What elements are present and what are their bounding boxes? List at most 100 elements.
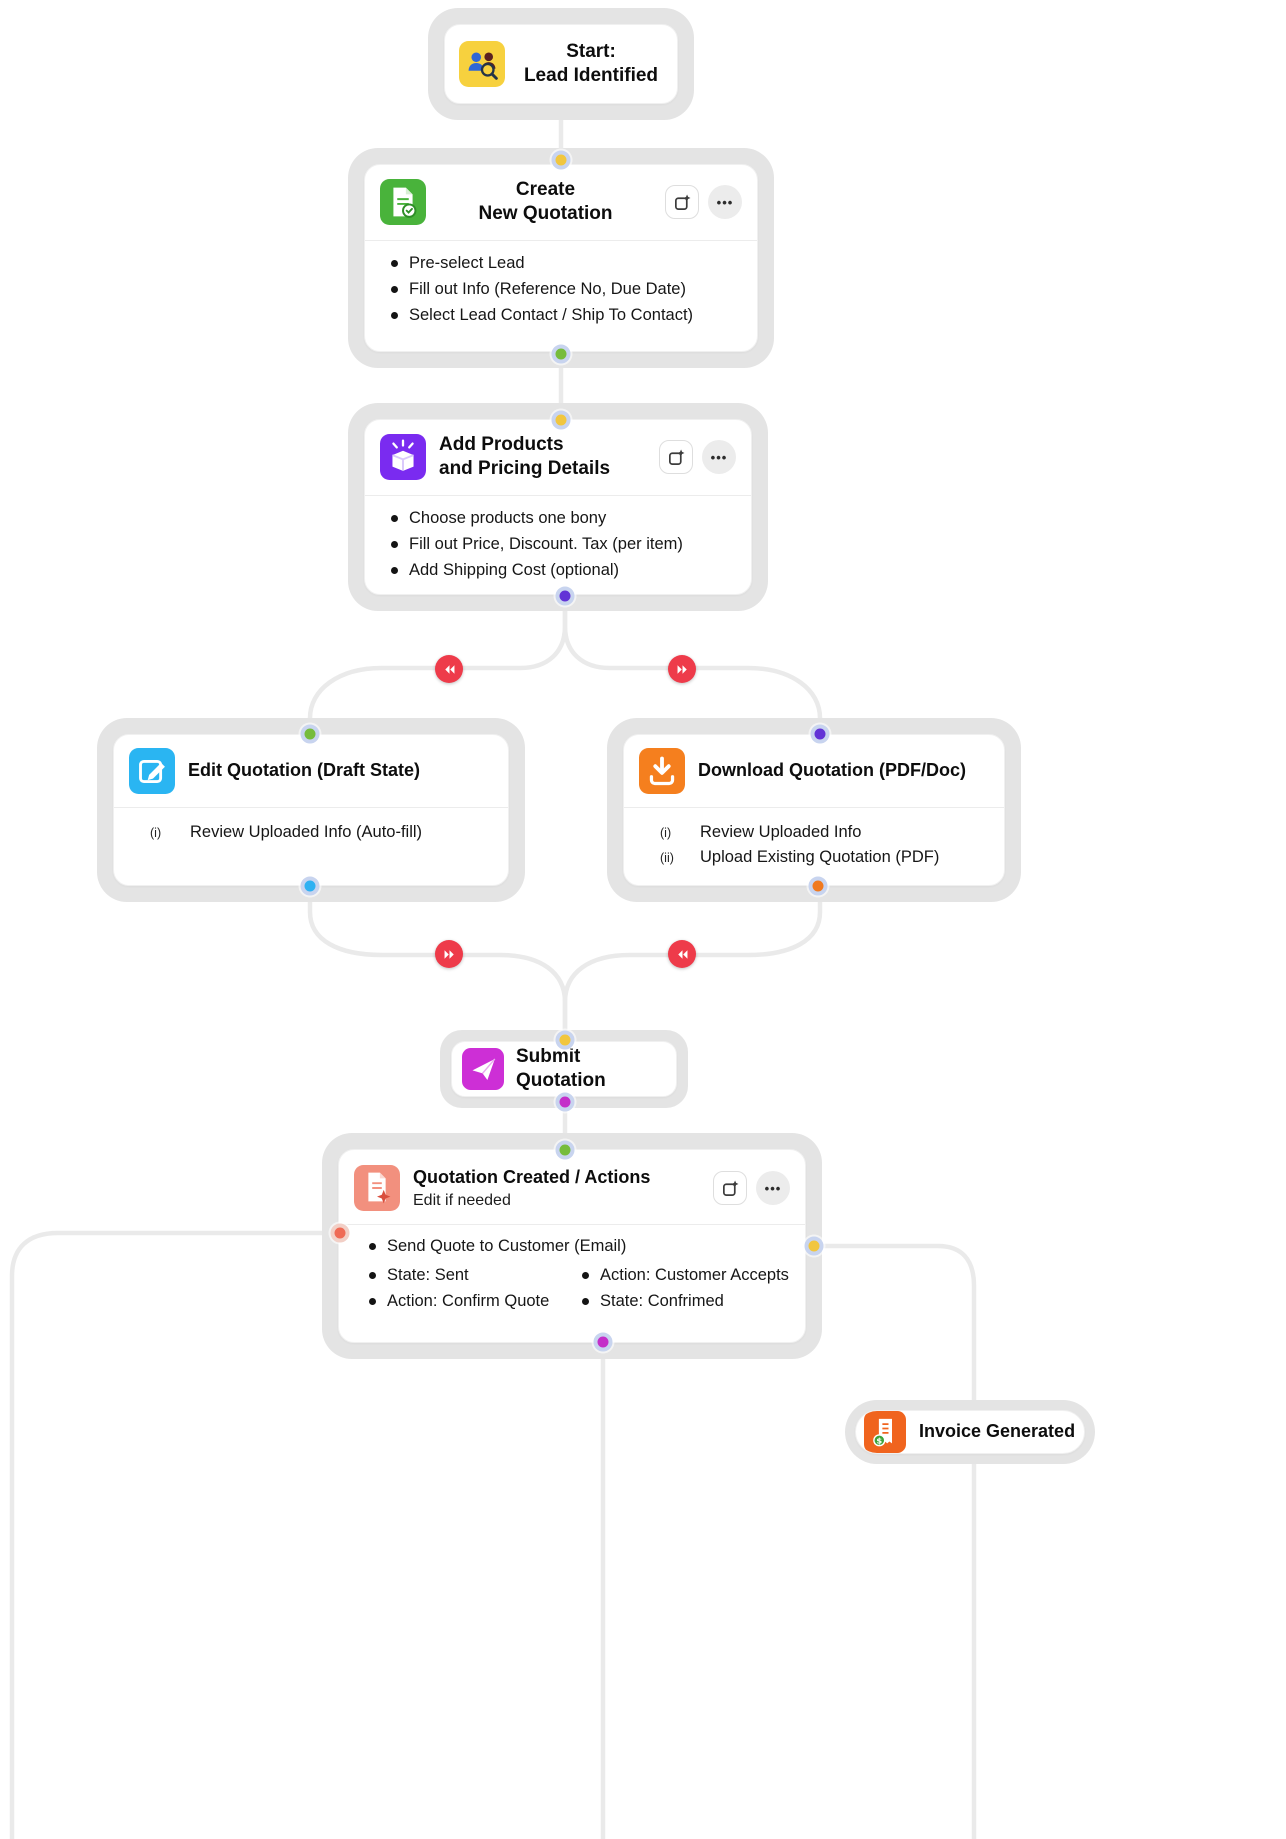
more-options-button[interactable]: •••: [708, 185, 742, 220]
list-item-text: Action: Confirm Quote: [387, 1292, 550, 1310]
port-created-left[interactable]: [330, 1223, 350, 1243]
port-create-out[interactable]: [551, 344, 571, 364]
divider: [365, 239, 757, 241]
list-item-text: State: Sent: [387, 1266, 469, 1284]
create-quotation-icon: [380, 179, 426, 226]
quotation-created-grid: State: Sent Action: Customer Accepts Act…: [339, 1258, 805, 1325]
port-created-bottom[interactable]: [593, 1332, 613, 1352]
list-item: Add Shipping Cost (optional): [391, 561, 735, 580]
fast-forward-icon[interactable]: [668, 655, 696, 683]
quotation-created-subtitle: Edit if needed: [413, 1191, 511, 1209]
port-created-in[interactable]: [555, 1140, 575, 1160]
rewind-icon[interactable]: [668, 940, 696, 968]
rewind-icon[interactable]: [435, 655, 463, 683]
add-products-steps: Choose products one bony Fill out Price,…: [365, 496, 751, 594]
bullet-dot: [369, 1243, 376, 1250]
node-edit-quotation[interactable]: Edit Quotation (Draft State) (i) Review …: [97, 718, 525, 902]
fast-forward-icon[interactable]: [435, 940, 463, 968]
port-products-in[interactable]: [551, 410, 571, 430]
ellipsis-icon: •••: [764, 1180, 782, 1196]
bullet-dot: [391, 311, 398, 319]
add-products-title: Add Products and Pricing Details: [439, 433, 646, 482]
list-item-text: Fill out Info (Reference No, Due Date): [409, 279, 686, 298]
list-item: Fill out Price, Discount. Tax (per item): [391, 535, 735, 554]
submit-quotation-title: Submit Quotation: [516, 1045, 606, 1091]
list-item: State: Confrimed: [582, 1292, 789, 1311]
edge-products-download: [562, 595, 823, 739]
products-title-line2: and Pricing Details: [439, 458, 611, 480]
start-title-line1: Start:: [566, 40, 616, 62]
create-title-line1: Create: [515, 179, 576, 200]
node-submit-quotation[interactable]: Submit Quotation: [440, 1030, 688, 1108]
divider: [365, 494, 751, 496]
list-item-text: Fill out Price, Discount. Tax (per item): [409, 534, 683, 553]
lead-identified-icon: [459, 41, 505, 87]
download-quotation-header: Download Quotation (PDF/Doc): [624, 735, 1004, 807]
sparkle-square-icon: [674, 194, 690, 210]
bullet-dot: [391, 566, 398, 574]
create-quotation-header: Create New Quotation •••: [365, 165, 757, 240]
port-created-right[interactable]: [804, 1236, 824, 1256]
list-item-text: State: Confrimed: [600, 1292, 724, 1310]
port-submit-in[interactable]: [555, 1030, 575, 1050]
item-text: Upload Existing Quotation (PDF): [700, 848, 940, 866]
create-title-line2: New Quotation: [478, 203, 613, 225]
node-download-quotation[interactable]: Download Quotation (PDF/Doc) (i) Review …: [607, 718, 1021, 902]
edge-products-edit: [307, 595, 568, 739]
more-options-button[interactable]: •••: [756, 1171, 790, 1205]
divider: [339, 1224, 805, 1225]
item-text: Review Uploaded Info (Auto-fill): [190, 823, 423, 841]
node-add-products[interactable]: Add Products and Pricing Details •••: [348, 403, 768, 611]
list-item-text: Send Quote to Customer (Email): [387, 1237, 627, 1255]
list-item: Fill out Info (Reference No, Due Date): [391, 280, 741, 299]
node-invoice-generated[interactable]: $ Invoice Generated: [845, 1400, 1095, 1464]
invoice-generated-title: Invoice Generated: [919, 1421, 1076, 1442]
list-item: Pre-select Lead: [391, 254, 741, 273]
node-start[interactable]: Start: Lead Identified: [428, 8, 694, 120]
quotation-created-title: Quotation Created / Actions: [413, 1167, 651, 1188]
port-edit-in[interactable]: [300, 724, 320, 744]
ai-action-button[interactable]: [659, 440, 693, 475]
more-options-button[interactable]: •••: [702, 440, 736, 475]
start-title-line2: Lead Identified: [523, 65, 659, 86]
numbered-item: (ii) Upload Existing Quotation (PDF): [660, 848, 988, 867]
port-create-in[interactable]: [551, 150, 571, 170]
list-item: Action: Confirm Quote: [369, 1292, 576, 1311]
divider: [114, 807, 508, 808]
svg-text:$: $: [876, 1436, 882, 1446]
port-download-in[interactable]: [810, 724, 830, 744]
port-products-out[interactable]: [555, 586, 575, 606]
node-quotation-created[interactable]: Quotation Created / Actions Edit if need…: [322, 1133, 822, 1359]
node-create-quotation[interactable]: Create New Quotation •••: [348, 148, 774, 368]
port-edit-out[interactable]: [300, 876, 320, 896]
edge-created-left-out: [9, 1230, 345, 1839]
list-item: Action: Customer Accepts: [582, 1266, 789, 1285]
start-title: Start: Lead Identified: [519, 40, 663, 89]
bullet-dot: [391, 514, 398, 522]
ai-action-button[interactable]: [713, 1171, 747, 1205]
item-numeral: (i): [660, 826, 672, 840]
edit-quotation-title: Edit Quotation (Draft State): [188, 760, 420, 781]
edge-created-invoice: [809, 1243, 977, 1839]
divider: [624, 807, 1004, 808]
download-quotation-title: Download Quotation (PDF/Doc): [698, 760, 966, 781]
list-item-text: Add Shipping Cost (optional): [409, 560, 620, 579]
download-quotation-icon: [639, 748, 685, 794]
bullet-dot: [391, 285, 398, 293]
add-products-header: Add Products and Pricing Details •••: [365, 420, 751, 495]
list-item: State: Sent: [369, 1266, 576, 1285]
edit-quotation-items: (i) Review Uploaded Info (Auto-fill): [114, 808, 508, 857]
submit-quotation-icon: [462, 1048, 504, 1090]
bullet-dot: [391, 259, 398, 267]
numbered-item: (i) Review Uploaded Info (Auto-fill): [150, 823, 492, 842]
ai-action-button[interactable]: [665, 185, 699, 220]
port-submit-out[interactable]: [555, 1092, 575, 1112]
quotation-created-icon: [354, 1165, 400, 1211]
bullet-dot: [391, 540, 398, 548]
item-numeral: (i): [150, 826, 162, 840]
list-item: Choose products one bony: [391, 509, 735, 528]
edit-quotation-header: Edit Quotation (Draft State): [114, 735, 508, 807]
port-download-out[interactable]: [808, 876, 828, 896]
sparkle-square-icon: [722, 1180, 738, 1196]
